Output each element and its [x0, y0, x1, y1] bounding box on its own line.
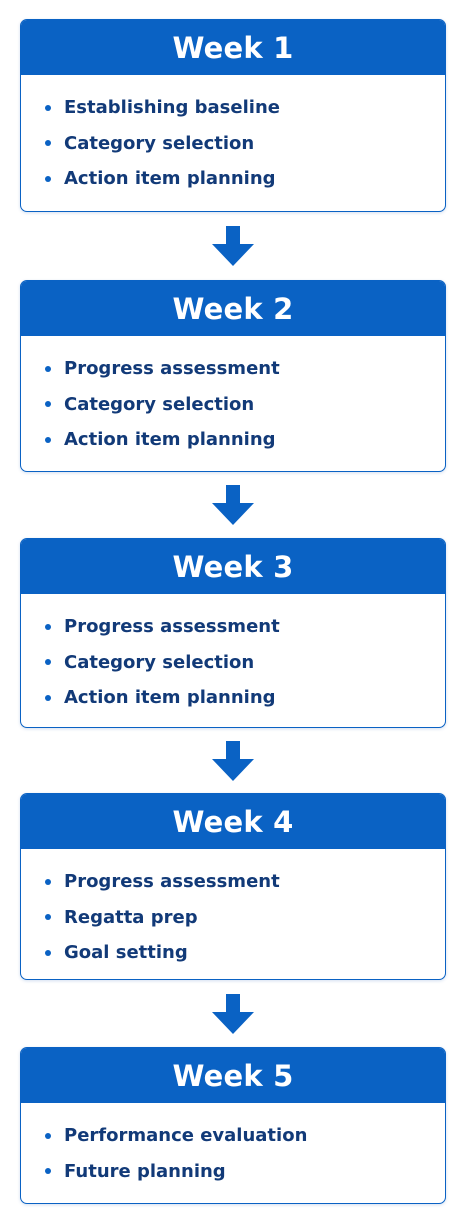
week-5-title: Week 5	[21, 1048, 445, 1103]
list-item: Future planning	[45, 1154, 445, 1190]
bullet-dot-icon	[45, 140, 51, 147]
bullet-dot-icon	[45, 436, 51, 443]
bullet-dot-icon	[45, 659, 51, 666]
list-item: Progress assessment	[45, 351, 445, 387]
week-2-title: Week 2	[21, 281, 445, 336]
list-item: Goal setting	[45, 935, 445, 971]
bullet-dot-icon	[45, 694, 51, 701]
week-4-title: Week 4	[21, 794, 445, 849]
list-item: Regatta prep	[45, 900, 445, 936]
bullet-dot-icon	[45, 104, 51, 111]
item-label: Goal setting	[64, 942, 188, 964]
list-item: Action item planning	[45, 680, 445, 716]
arrow-down-icon	[212, 741, 254, 781]
item-label: Category selection	[64, 132, 255, 154]
item-label: Progress assessment	[64, 358, 280, 380]
bullet-dot-icon	[45, 1168, 51, 1175]
bullet-dot-icon	[45, 949, 51, 956]
week-3-card: Week 3 Progress assessment Category sele…	[20, 538, 446, 728]
item-label: Category selection	[64, 651, 255, 673]
week-3-items: Progress assessment Category selection A…	[21, 594, 445, 716]
list-item: Action item planning	[45, 161, 445, 197]
list-item: Establishing baseline	[45, 90, 445, 126]
bullet-dot-icon	[45, 401, 51, 408]
list-item: Progress assessment	[45, 864, 445, 900]
list-item: Performance evaluation	[45, 1118, 445, 1154]
bullet-dot-icon	[45, 365, 51, 372]
list-item: Category selection	[45, 645, 445, 681]
item-label: Regatta prep	[64, 906, 198, 928]
week-2-items: Progress assessment Category selection A…	[21, 336, 445, 458]
arrow-down-icon	[212, 485, 254, 525]
week-5-card: Week 5 Performance evaluation Future pla…	[20, 1047, 446, 1204]
item-label: Performance evaluation	[64, 1125, 308, 1147]
week-4-card: Week 4 Progress assessment Regatta prep …	[20, 793, 446, 980]
week-1-card: Week 1 Establishing baseline Category se…	[20, 19, 446, 212]
week-2-card: Week 2 Progress assessment Category sele…	[20, 280, 446, 472]
arrow-down-icon	[212, 226, 254, 266]
week-1-title: Week 1	[21, 20, 445, 75]
list-item: Action item planning	[45, 422, 445, 458]
item-label: Action item planning	[64, 687, 276, 709]
bullet-dot-icon	[45, 914, 51, 921]
arrow-down-icon	[212, 994, 254, 1034]
item-label: Category selection	[64, 393, 255, 415]
bullet-dot-icon	[45, 175, 51, 182]
item-label: Action item planning	[64, 168, 276, 190]
week-5-items: Performance evaluation Future planning	[21, 1103, 445, 1189]
item-label: Future planning	[64, 1160, 226, 1182]
item-label: Progress assessment	[64, 871, 280, 893]
list-item: Category selection	[45, 126, 445, 162]
week-4-items: Progress assessment Regatta prep Goal se…	[21, 849, 445, 971]
list-item: Progress assessment	[45, 609, 445, 645]
item-label: Establishing baseline	[64, 97, 280, 119]
bullet-dot-icon	[45, 623, 51, 630]
list-item: Category selection	[45, 387, 445, 423]
week-3-title: Week 3	[21, 539, 445, 594]
bullet-dot-icon	[45, 1132, 51, 1139]
item-label: Progress assessment	[64, 616, 280, 638]
bullet-dot-icon	[45, 878, 51, 885]
week-1-items: Establishing baseline Category selection…	[21, 75, 445, 197]
item-label: Action item planning	[64, 429, 276, 451]
